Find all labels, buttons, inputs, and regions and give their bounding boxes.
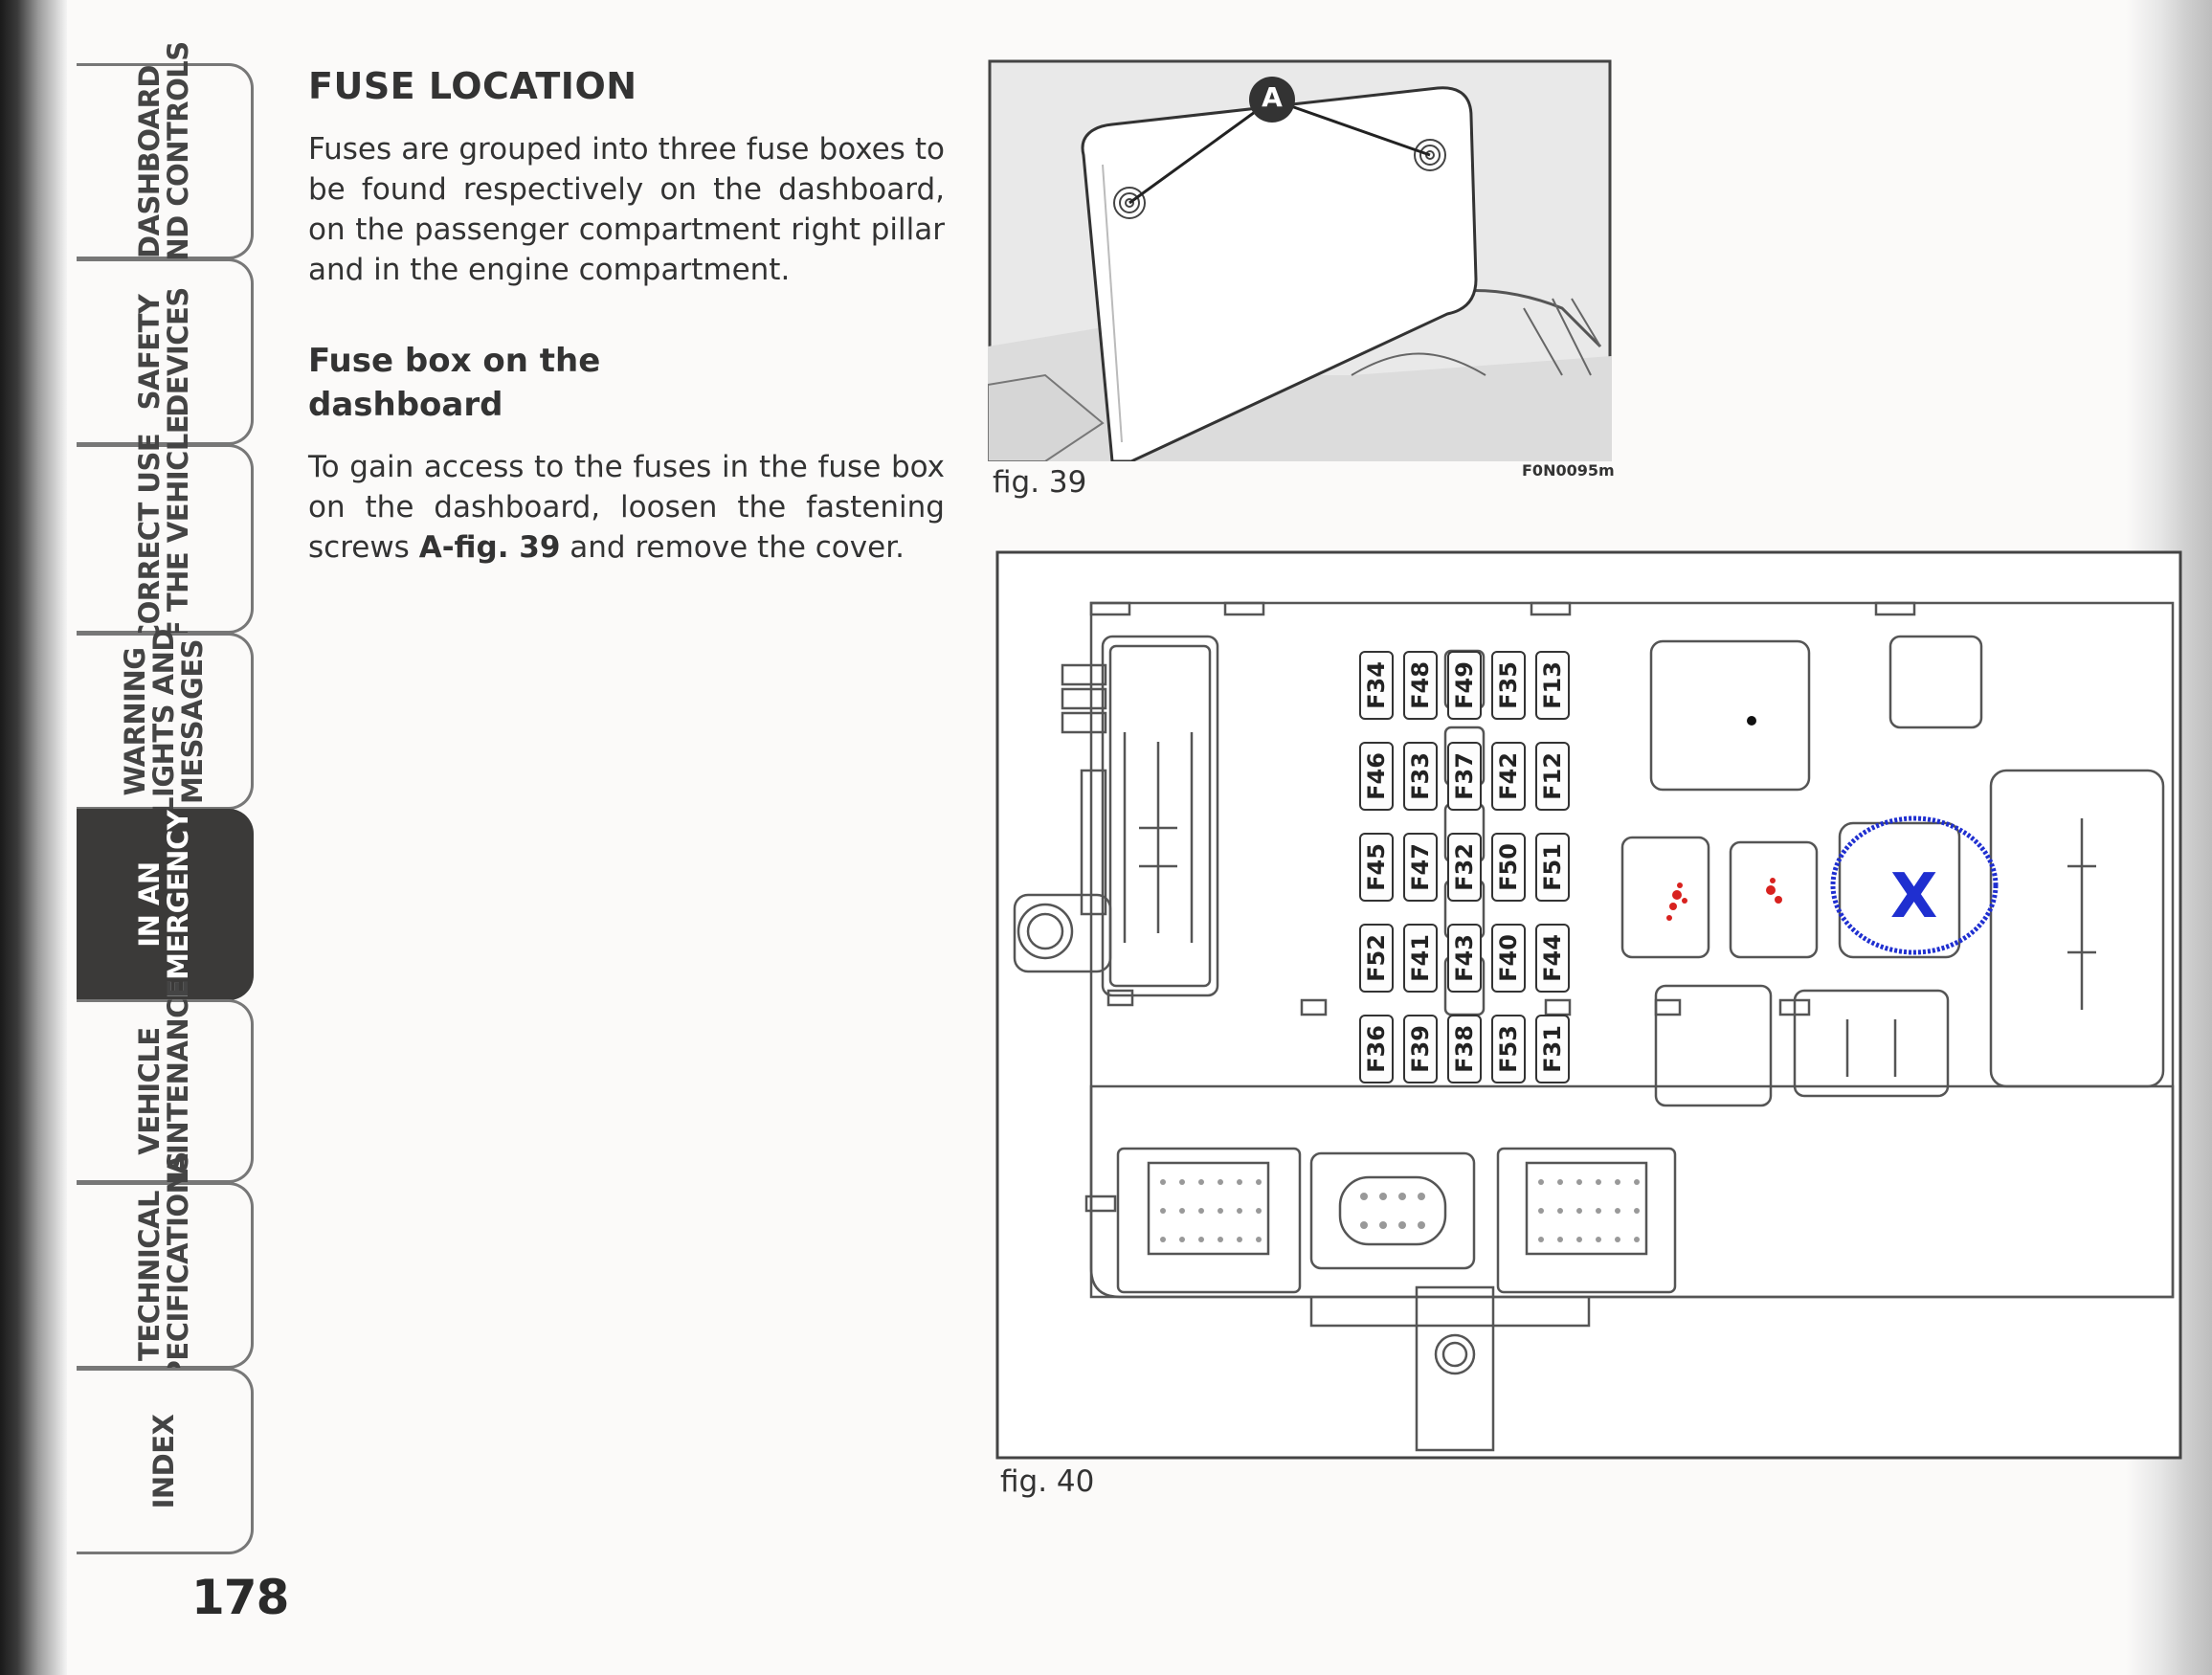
fuse-F12: F12 — [1535, 742, 1570, 811]
fig39-code: F0N0095m — [1522, 461, 1615, 480]
fuse-F34: F34 — [1359, 651, 1394, 720]
fuse-F47: F47 — [1403, 833, 1438, 902]
tab-technical-specifications[interactable]: TECHNICAL SPECIFICATIONS — [77, 1151, 254, 1399]
fuse-F44: F44 — [1535, 924, 1570, 993]
tab-in-an-emergency[interactable]: IN AN EMERGENCY — [77, 809, 254, 1000]
fuse-F51: F51 — [1535, 833, 1570, 902]
tab-warning-lights[interactable]: WARNING LIGHTS AND MESSAGES — [77, 629, 254, 814]
tab-index[interactable]: INDEX — [77, 1368, 254, 1554]
page-number: 178 — [191, 1570, 289, 1625]
fuse-F48: F48 — [1403, 651, 1438, 720]
tab-label: TECHNICAL SPECIFICATIONS — [133, 1150, 194, 1400]
fuse-F32: F32 — [1447, 833, 1482, 902]
tab-vehicle-maintenance[interactable]: VEHICLE MAINTENANCE — [77, 980, 254, 1202]
fuse-F39: F39 — [1403, 1015, 1438, 1083]
fuse-F31: F31 — [1535, 1015, 1570, 1083]
fuse-F38: F38 — [1447, 1015, 1482, 1083]
fig39-illustration — [988, 59, 1612, 461]
fuse-F53: F53 — [1491, 1015, 1526, 1083]
tab-label: SAFETY DEVICES — [133, 286, 194, 417]
fig40-caption: fig. 40 — [1000, 1464, 1095, 1499]
tab-dashboard-and-controls[interactable]: DASHBOARD AND CONTROLS — [77, 41, 254, 281]
body-text: and remove the cover. — [560, 530, 905, 565]
fuse-F36: F36 — [1359, 1015, 1394, 1083]
black-mark — [1747, 716, 1756, 726]
book-spine-shadow — [0, 0, 67, 1675]
tab-label: IN AN EMERGENCY — [133, 810, 194, 999]
access-instructions: To gain access to the fuses in the fuse … — [308, 447, 945, 568]
figure-reference: A-fig. 39 — [418, 530, 561, 565]
fuse-F45: F45 — [1359, 833, 1394, 902]
intro-paragraph: Fuses are grouped into three fuse boxes … — [308, 132, 945, 287]
fig39-caption: fig. 39 — [993, 465, 1087, 500]
subsection-title: Fuse box on the dashboard — [308, 342, 601, 424]
fuse-F43: F43 — [1447, 924, 1482, 993]
connector-pin-dots — [1160, 1179, 1640, 1242]
fuse-F49: F49 — [1447, 651, 1482, 720]
fuse-F33: F33 — [1403, 742, 1438, 811]
section-title: FUSE LOCATION — [308, 65, 637, 107]
fuse-F35: F35 — [1491, 651, 1526, 720]
fuse-F42: F42 — [1491, 742, 1526, 811]
tab-label: WARNING LIGHTS AND MESSAGES — [119, 628, 209, 815]
fig40-fusebox-diagram — [995, 550, 2182, 1460]
tab-label: CORRECT USE OF THE VEHICLE — [133, 414, 194, 662]
tab-correct-use[interactable]: CORRECT USE OF THE VEHICLE — [77, 415, 254, 662]
fuse-F37: F37 — [1447, 742, 1482, 811]
tab-label: DASHBOARD AND CONTROLS — [133, 40, 194, 282]
body-text: To gain access to the fuses in the fuse … — [308, 450, 945, 565]
tab-label: INDEX — [147, 1414, 180, 1508]
callout-a: A — [1262, 81, 1283, 113]
blue-circle-annotation — [1830, 815, 1999, 955]
fuse-F46: F46 — [1359, 742, 1394, 811]
fuse-F13: F13 — [1535, 651, 1570, 720]
fuse-F52: F52 — [1359, 924, 1394, 993]
fuse-F40: F40 — [1491, 924, 1526, 993]
fuse-F50: F50 — [1491, 833, 1526, 902]
fuse-F41: F41 — [1403, 924, 1438, 993]
tab-safety-devices[interactable]: SAFETY DEVICES — [77, 258, 254, 445]
blue-x-mark: X — [1890, 861, 1938, 932]
red-marks — [1666, 878, 1782, 921]
